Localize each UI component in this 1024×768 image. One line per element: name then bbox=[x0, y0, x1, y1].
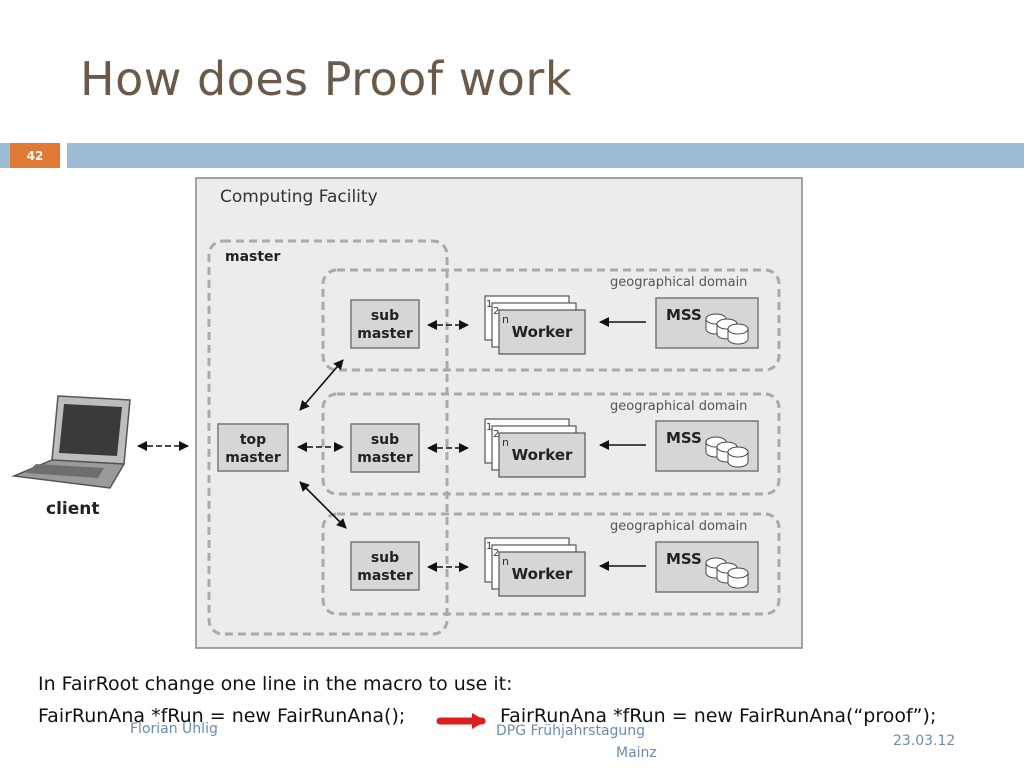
worker-2-idx-2: 2 bbox=[493, 429, 499, 440]
sub-master-3-line2: master bbox=[357, 568, 413, 584]
worker-2-idx-1: 1 bbox=[486, 422, 492, 433]
worker-stack-1: 1 2 n Worker bbox=[484, 295, 586, 355]
sub-master-box-1 bbox=[350, 299, 420, 349]
worker-1-idx-n: n bbox=[502, 313, 509, 326]
master-label: master bbox=[225, 249, 281, 265]
footer-event-location: Mainz bbox=[616, 745, 657, 761]
worker-3-idx-n: n bbox=[502, 555, 509, 568]
mss-box-2: MSS bbox=[655, 420, 759, 472]
domain-label-3: geographical domain bbox=[610, 519, 747, 534]
worker-1-idx-1: 1 bbox=[486, 299, 492, 310]
client-label: client bbox=[46, 499, 100, 519]
worker-3-idx-1: 1 bbox=[486, 541, 492, 552]
body-line-1: In FairRoot change one line in the macro… bbox=[38, 673, 513, 695]
worker-2-label: Worker bbox=[512, 446, 573, 464]
domain-label-1: geographical domain bbox=[610, 275, 747, 290]
sub-master-1-line1: sub bbox=[371, 308, 399, 324]
domain-region-1 bbox=[321, 268, 781, 372]
worker-stack-2: 1 2 n Worker bbox=[484, 418, 586, 478]
sub-master-2-line2: master bbox=[357, 450, 413, 466]
computing-facility-label: Computing Facility bbox=[220, 187, 378, 207]
worker-1-idx-2: 2 bbox=[493, 306, 499, 317]
mss-2-label: MSS bbox=[666, 429, 702, 447]
sub-master-box-2 bbox=[350, 423, 420, 473]
footer-author: Florian Uhlig bbox=[130, 721, 218, 737]
top-master-box bbox=[217, 423, 289, 472]
worker-1-label: Worker bbox=[512, 323, 573, 341]
sub-master-3-line1: sub bbox=[371, 550, 399, 566]
code-line-after: FairRunAna *fRun = new FairRunAna(“proof… bbox=[500, 705, 937, 727]
worker-2-idx-n: n bbox=[502, 436, 509, 449]
footer-date: 23.03.12 bbox=[893, 733, 956, 749]
master-region bbox=[207, 239, 449, 636]
mss-3-label: MSS bbox=[666, 550, 702, 568]
domain-label-2: geographical domain bbox=[610, 399, 747, 414]
worker-3-idx-2: 2 bbox=[493, 548, 499, 559]
top-master-label-1: top bbox=[240, 432, 266, 448]
red-arrow-icon bbox=[436, 713, 486, 729]
domain-region-3 bbox=[321, 512, 781, 616]
arrow-topmaster-sub3 bbox=[299, 481, 347, 529]
header-bar-left bbox=[0, 143, 10, 168]
arrow-topmaster-sub1 bbox=[299, 359, 344, 411]
slide-number: 42 bbox=[10, 143, 60, 168]
sub-master-2-line1: sub bbox=[371, 432, 399, 448]
mss-box-1: MSS bbox=[655, 297, 759, 349]
worker-3-label: Worker bbox=[512, 565, 573, 583]
mss-box-3: MSS bbox=[655, 541, 759, 593]
sub-master-box-3 bbox=[350, 541, 420, 591]
laptop-icon bbox=[11, 395, 131, 489]
footer-event: DPG Frühjahrstagung bbox=[496, 723, 646, 739]
worker-stack-3: 1 2 n Worker bbox=[484, 537, 586, 597]
mss-1-label: MSS bbox=[666, 306, 702, 324]
code-line-before: FairRunAna *fRun = new FairRunAna(); bbox=[38, 705, 406, 727]
top-master-label-2: master bbox=[225, 450, 281, 466]
sub-master-1-line2: master bbox=[357, 326, 413, 342]
header-bar bbox=[67, 143, 1024, 168]
proof-architecture-diagram: Computing Facility master geographical d… bbox=[11, 177, 803, 649]
slide-title: How does Proof work bbox=[80, 52, 572, 106]
